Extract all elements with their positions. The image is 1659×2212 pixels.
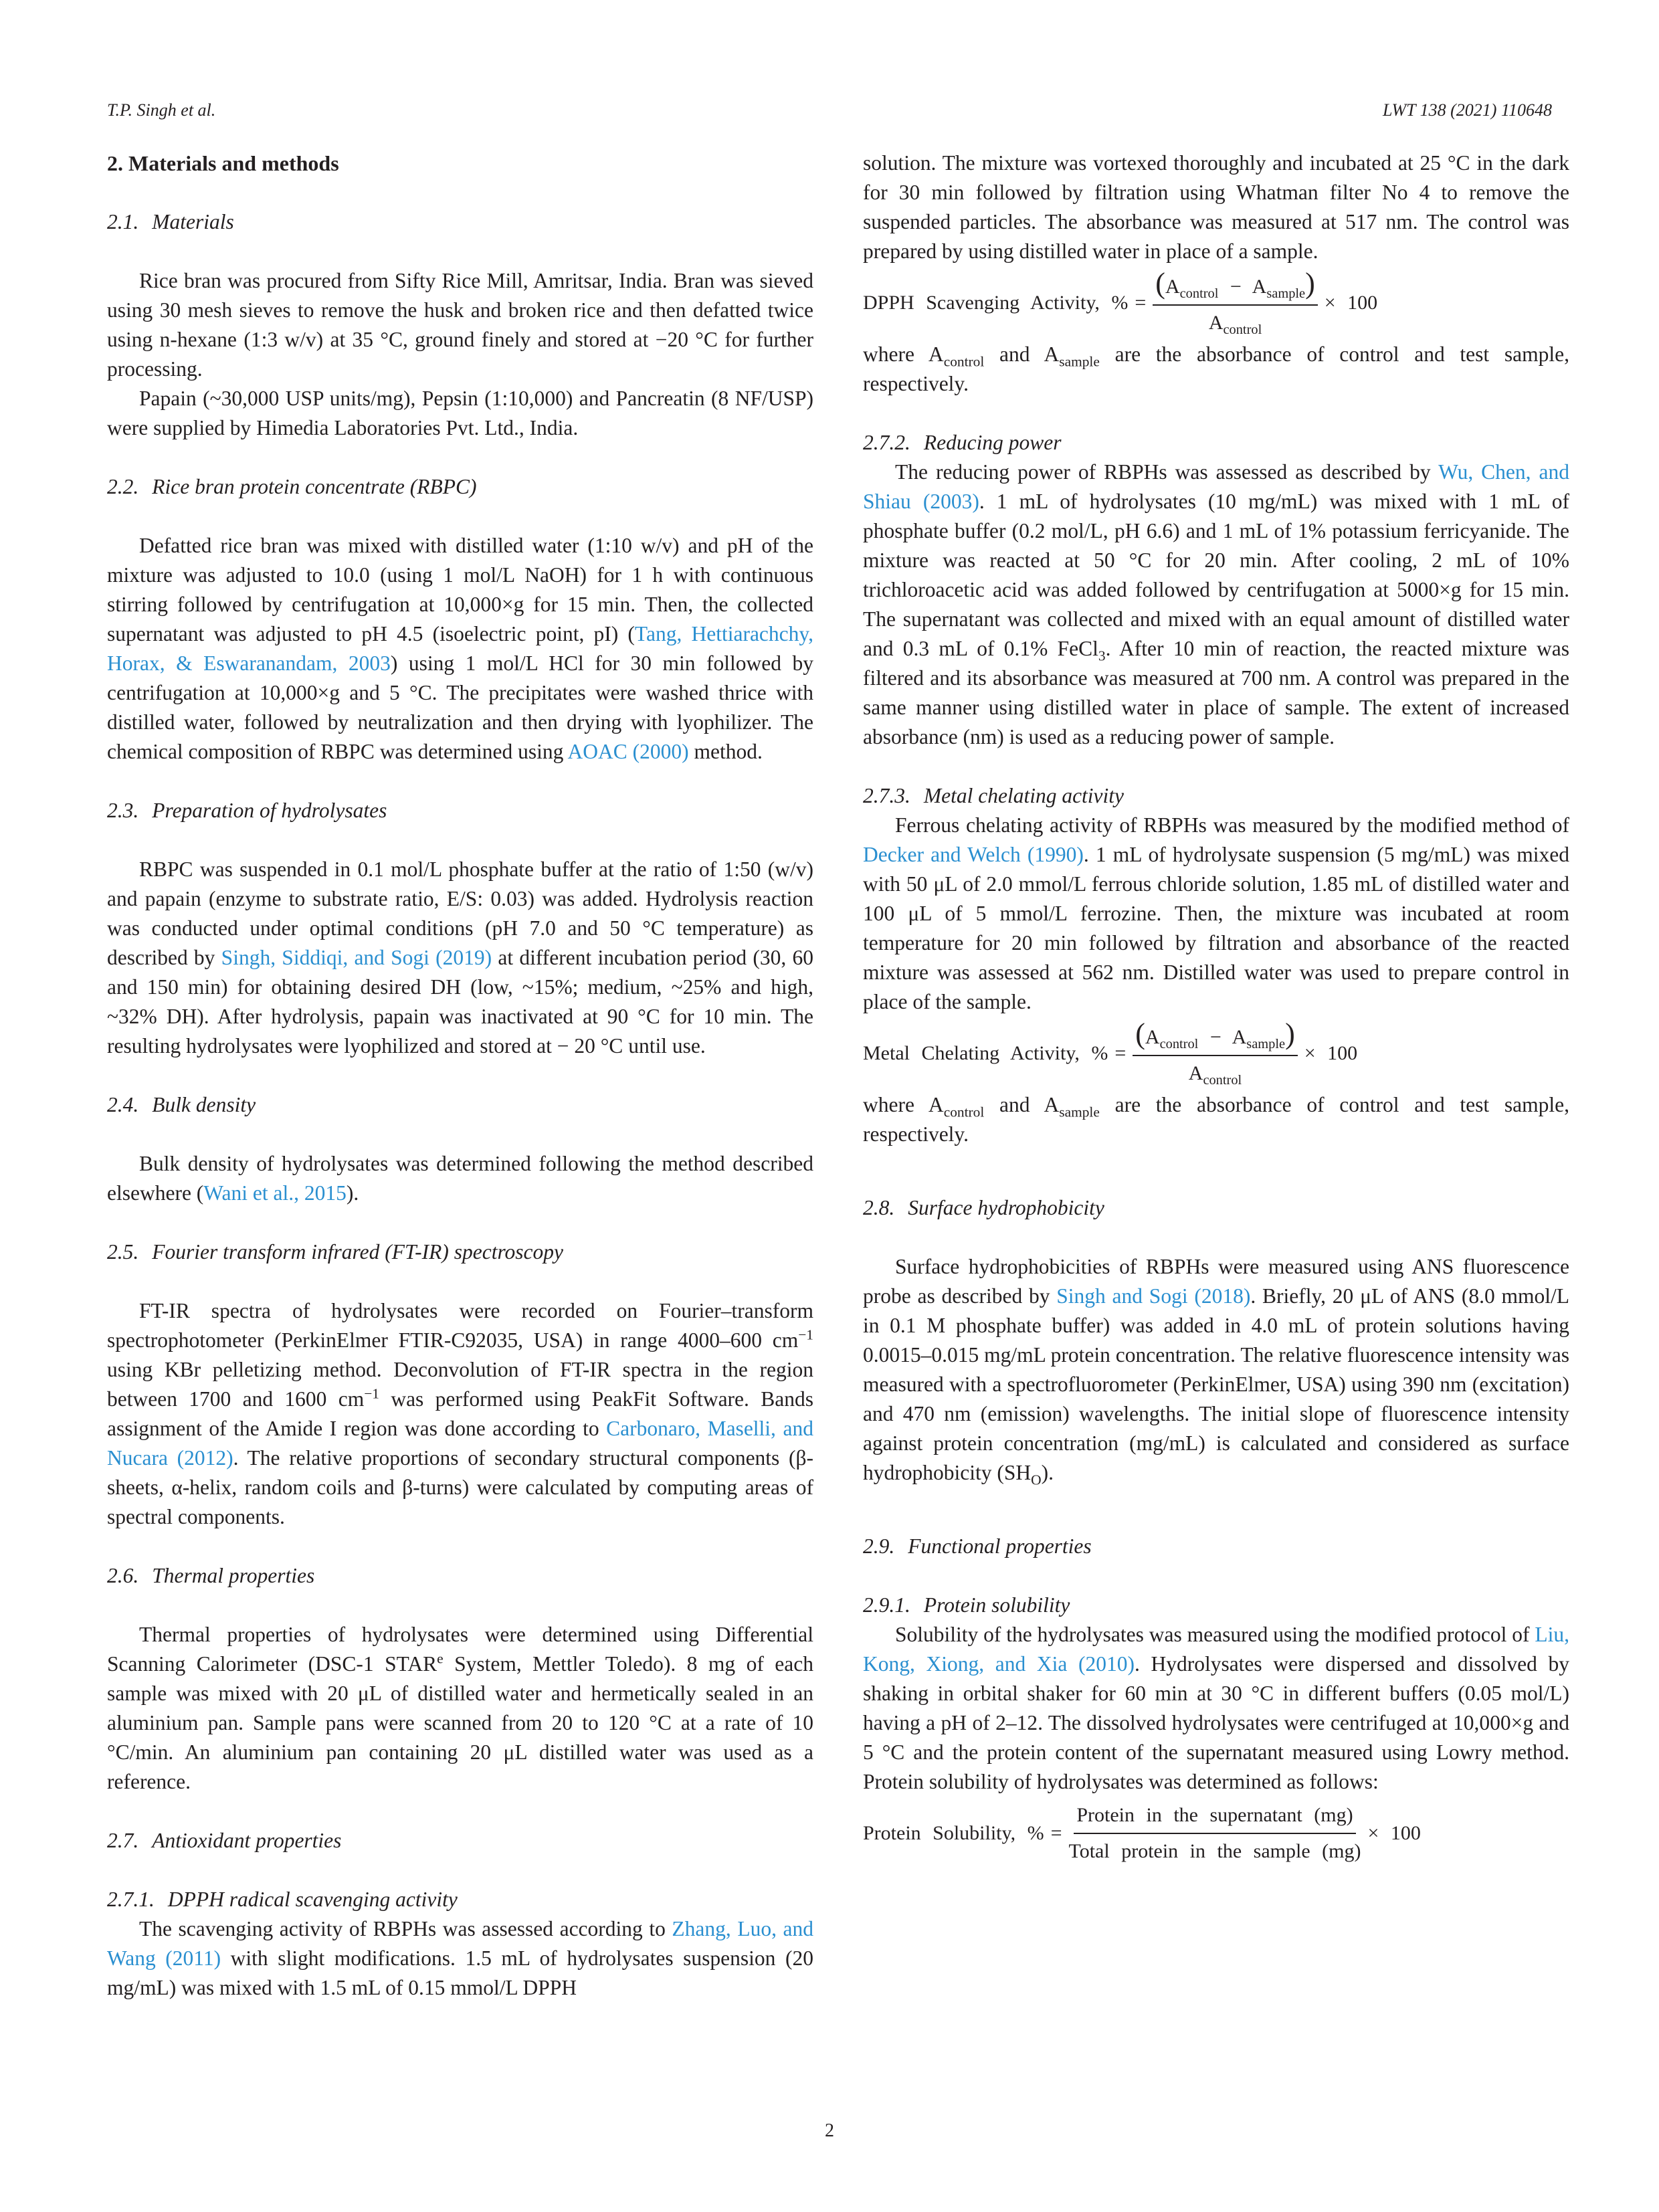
paragraph-ftir: FT-IR spectra of hydrolysates were recor…: [107, 1299, 813, 1528]
citation-link[interactable]: Singh and Sogi (2018): [1056, 1284, 1251, 1308]
subsection-heading-hydrolysates: 2.3.Preparation of hydrolysates: [107, 799, 387, 822]
paragraph-rice-bran: Rice bran was procured from Sifty Rice M…: [107, 269, 813, 381]
citation-link[interactable]: Decker and Welch (1990): [863, 843, 1084, 866]
subsubsection-heading-reducing-power: 2.7.2.Reducing power: [863, 431, 1062, 454]
paragraph-dpph: The scavenging activity of RBPHs was ass…: [107, 1917, 813, 1999]
citation-link[interactable]: Liu, Kong, Xiong, and Xia (2010): [863, 1623, 1569, 1676]
paragraph-protein-solubility: Solubility of the hydrolysates was measu…: [863, 1623, 1569, 1793]
paragraph-dpph-continued: solution. The mixture was vortexed thoro…: [863, 151, 1569, 263]
right-column: solution. The mixture was vortexed thoro…: [863, 148, 1569, 1870]
subsubsection-heading-dpph: 2.7.1.DPPH radical scavenging activity: [107, 1888, 458, 1911]
subsubsection-heading-metal-chelating: 2.7.3.Metal chelating activity: [863, 784, 1125, 807]
citation-link[interactable]: Singh, Siddiqi, and Sogi (2019): [221, 946, 492, 969]
paragraph-hydrolysates: RBPC was suspended in 0.1 mol/L phosphat…: [107, 858, 813, 1058]
citation-link[interactable]: Tang, Hettiarachchy, Horax, & Eswaranand…: [107, 622, 813, 675]
running-header-journal: LWT 138 (2021) 110648: [1382, 100, 1552, 120]
paragraph-enzymes: Papain (~30,000 USP units/mg), Pepsin (1…: [107, 387, 813, 439]
paragraph-rbpc: Defatted rice bran was mixed with distil…: [107, 534, 813, 763]
equation-protein-solubility: Protein Solubility, %= Protein in the su…: [863, 1797, 1569, 1870]
paragraph-reducing-power: The reducing power of RBPHs was assessed…: [863, 460, 1569, 748]
subsection-heading-ftir: 2.5.Fourier transform infrared (FT-IR) s…: [107, 1240, 564, 1264]
citation-link[interactable]: Zhang, Luo, and Wang (2011): [107, 1917, 813, 1970]
citation-link[interactable]: AOAC (2000): [567, 740, 689, 763]
paragraph-where-2: where Acontrol and Asample are the absor…: [863, 1093, 1569, 1146]
subsection-heading-antioxidant: 2.7.Antioxidant properties: [107, 1829, 342, 1852]
paragraph-bulk-density: Bulk density of hydrolysates was determi…: [107, 1152, 813, 1205]
citation-link[interactable]: Wu, Chen, and Shiau (2003): [863, 460, 1569, 513]
section-heading-materials-methods: 2. Materials and methods: [107, 151, 339, 175]
left-column: 2. Materials and methods 2.1.Materials R…: [107, 148, 813, 2003]
subsection-heading-rbpc: 2.2.Rice bran protein concentrate (RBPC): [107, 475, 477, 498]
citation-link[interactable]: Wani et al., 2015: [203, 1181, 347, 1205]
paragraph-surface-hydrophobicity: Surface hydrophobicities of RBPHs were m…: [863, 1255, 1569, 1488]
paragraph-thermal: Thermal properties of hydrolysates were …: [107, 1623, 813, 1793]
page-number: 2: [825, 2120, 834, 2141]
running-header-authors: T.P. Singh et al.: [107, 100, 216, 120]
equation-dpph: DPPH Scavenging Activity, %= (Acontrol −…: [863, 266, 1378, 337]
paragraph-where-1: where Acontrol and Asample are the absor…: [863, 342, 1569, 395]
subsection-heading-materials: 2.1.Materials: [107, 210, 234, 233]
subsection-heading-surface-hydrophobicity: 2.8.Surface hydrophobicity: [863, 1196, 1104, 1219]
citation-link[interactable]: Carbonaro, Maselli, and Nucara (2012): [107, 1417, 813, 1470]
subsection-heading-bulk-density: 2.4.Bulk density: [107, 1093, 256, 1116]
paragraph-metal-chelating: Ferrous chelating activity of RBPHs was …: [863, 813, 1569, 1013]
subsection-heading-thermal: 2.6.Thermal properties: [107, 1564, 315, 1587]
subsubsection-heading-protein-solubility: 2.9.1.Protein solubility: [863, 1593, 1070, 1617]
equation-metal-chelating: Metal Chelating Activity, %= (Acontrol −…: [863, 1017, 1358, 1088]
subsection-heading-functional: 2.9.Functional properties: [863, 1534, 1092, 1558]
